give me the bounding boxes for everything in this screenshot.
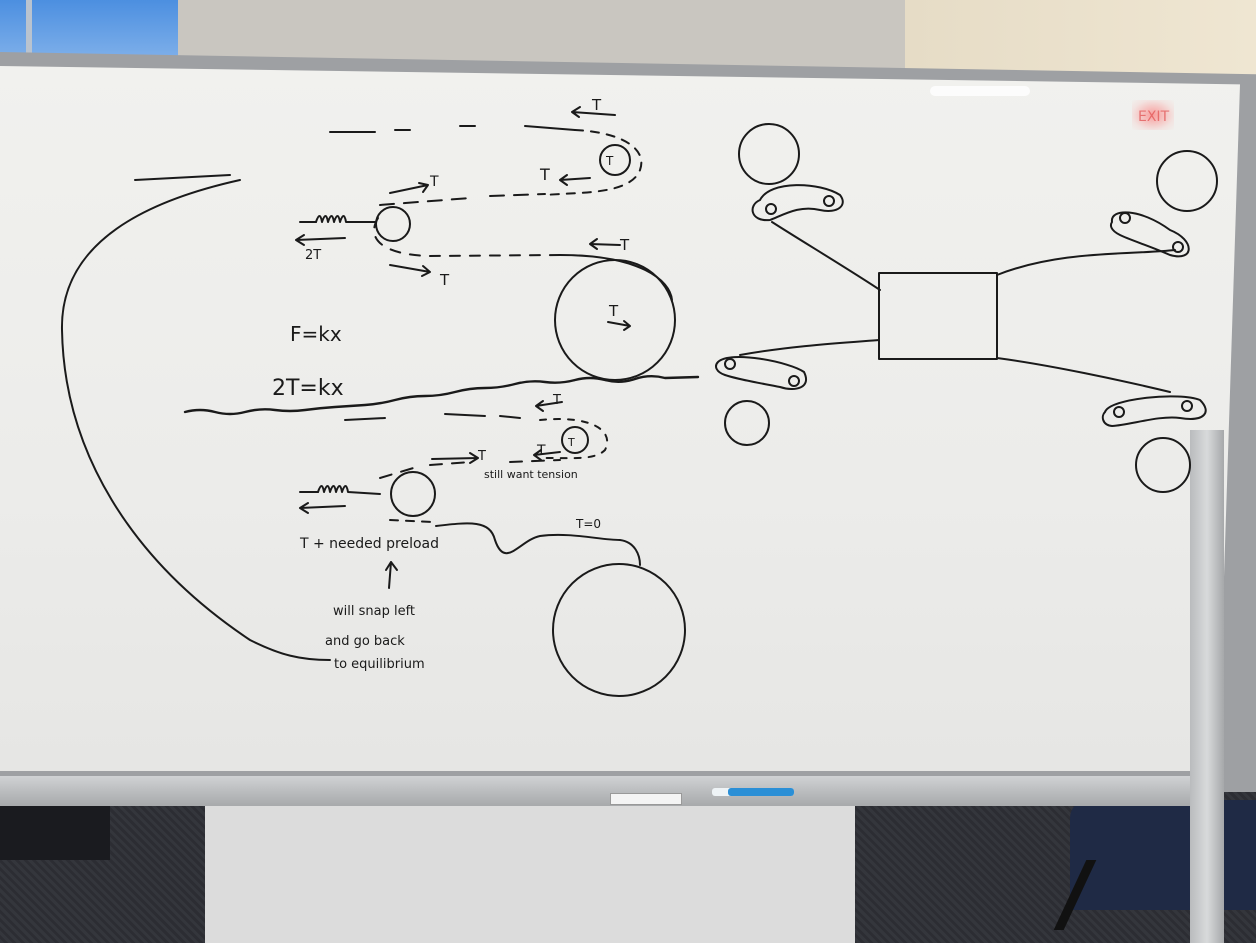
slack-string xyxy=(435,522,641,566)
arrow-lower-t xyxy=(389,264,431,277)
note-snap-line3: to equilibrium xyxy=(334,657,425,672)
link-tr xyxy=(996,249,1176,276)
arrow-2t xyxy=(295,234,346,246)
ball-lower-left xyxy=(390,471,436,517)
note-snap-line1: will snap left xyxy=(333,604,415,619)
label-t-top-arrow: T xyxy=(591,96,602,114)
arrow-mid-t xyxy=(589,238,621,250)
pin-tl1 xyxy=(765,203,777,215)
label-t-lower-top: T xyxy=(552,393,561,408)
wheel-lower xyxy=(552,563,686,697)
spring-lower xyxy=(317,485,381,495)
swoop-arc xyxy=(60,179,331,661)
dash-loop-lower xyxy=(539,418,609,460)
label-t-upper: T xyxy=(429,174,439,190)
dash-loop-top xyxy=(544,129,643,196)
tray-label xyxy=(610,793,682,805)
marker-cap xyxy=(728,788,794,796)
dash-bottom xyxy=(389,519,433,523)
dash-lower-mid xyxy=(379,459,561,479)
label-t-lower-arrow: T xyxy=(536,443,546,459)
label-t-mid: T xyxy=(619,236,630,254)
dash-lower-top xyxy=(344,413,521,421)
label-t-upper-right: T xyxy=(539,165,550,184)
exit-sign-text: EXIT xyxy=(1138,109,1170,125)
note-still-tension: still want tension xyxy=(484,468,578,481)
arrow-upper-t xyxy=(389,182,429,194)
link-tl xyxy=(771,221,881,291)
dash-lower xyxy=(373,217,561,257)
label-t-wheel: T xyxy=(608,302,619,320)
dash-upper xyxy=(379,193,546,206)
wall-right xyxy=(905,0,1256,80)
pin-br1 xyxy=(1113,406,1125,418)
pin-bl2 xyxy=(788,375,800,387)
arrow-note xyxy=(385,561,398,589)
arrow-lower-ball xyxy=(533,449,561,461)
board-stand-post xyxy=(1190,430,1224,943)
wheel-br xyxy=(1135,437,1191,493)
wheel-tr xyxy=(1156,150,1218,212)
wheel-upper xyxy=(554,259,676,381)
pin-tr2 xyxy=(1172,241,1184,253)
spring-upper xyxy=(315,215,377,223)
arrow-lower-top xyxy=(535,400,563,412)
label-t-lower-right: T xyxy=(477,449,486,464)
chair-right xyxy=(1070,800,1256,910)
exit-sign-reflection xyxy=(1132,100,1174,130)
arm-bl xyxy=(715,355,807,391)
arrow-wheel-t xyxy=(607,320,631,331)
arm-br xyxy=(1101,395,1207,427)
wheel-bl xyxy=(724,400,770,446)
swoop-tick xyxy=(134,174,231,181)
marker-tray xyxy=(0,776,1210,806)
label-2t: 2T xyxy=(305,248,321,263)
arrow-lower-right xyxy=(431,452,479,464)
ball-left xyxy=(375,206,411,242)
pin-tr1 xyxy=(1119,212,1131,224)
link-bl xyxy=(739,339,880,356)
label-t-zero: T=0 xyxy=(575,517,601,531)
ball-lower-top xyxy=(561,426,589,454)
equation-f-kx: F=kx xyxy=(290,322,342,346)
dash-top xyxy=(329,125,576,133)
arm-tl xyxy=(751,184,844,222)
chair-left xyxy=(0,800,110,860)
whiteboard-surface xyxy=(0,66,1240,771)
wavy-divider xyxy=(183,375,700,416)
arm-tr xyxy=(1110,211,1190,258)
wheel-tl xyxy=(738,123,800,185)
pin-bl1 xyxy=(724,358,736,370)
arrow-ball-t xyxy=(559,174,591,186)
robot-body xyxy=(878,272,998,360)
label-t-lower-ball: T xyxy=(567,436,575,449)
note-preload: T + needed preload xyxy=(299,536,439,552)
link-br xyxy=(996,357,1171,393)
label-t-top-ball: T xyxy=(605,154,614,168)
window-frame xyxy=(26,0,32,60)
light-glare xyxy=(930,86,1030,96)
pin-tl2 xyxy=(823,195,835,207)
label-t-lower: T xyxy=(439,271,450,289)
ball-top xyxy=(599,144,631,176)
backing-panel xyxy=(205,800,855,943)
note-snap-line2: and go back xyxy=(325,634,405,649)
pin-br2 xyxy=(1181,400,1193,412)
arrow-top-t xyxy=(571,106,616,118)
arrow-lower-left xyxy=(299,502,346,514)
equation-2t-kx: 2T=kx xyxy=(272,376,344,401)
string-curve xyxy=(559,254,673,301)
